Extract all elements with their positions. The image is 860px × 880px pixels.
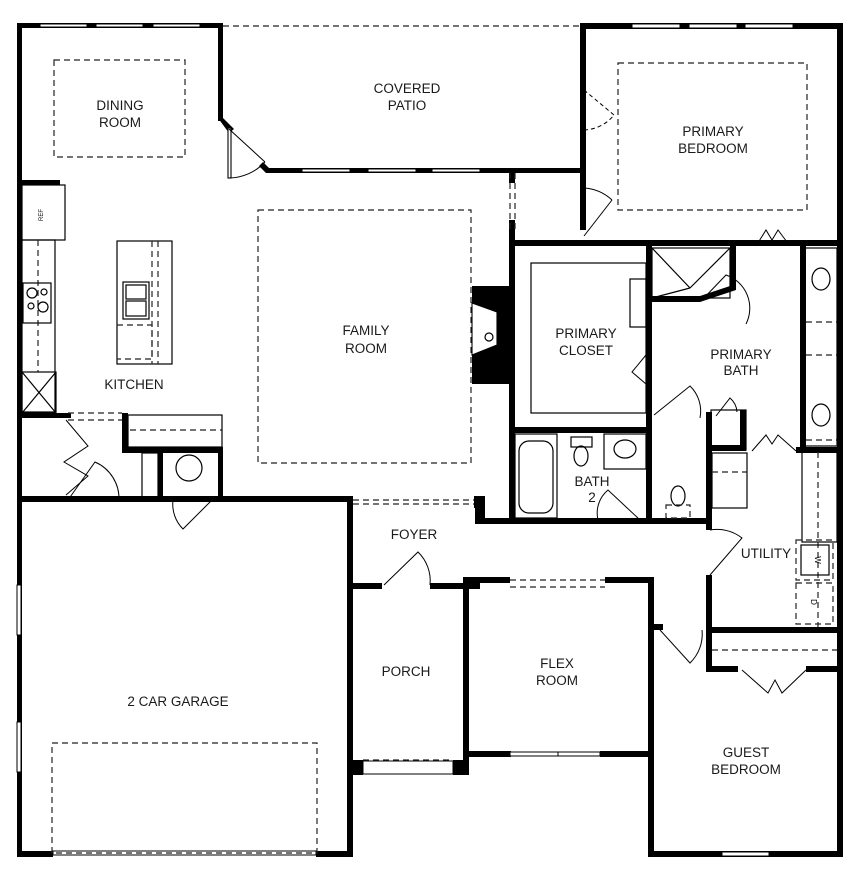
doors xyxy=(63,89,807,694)
dining-patio-door[interactable] xyxy=(227,127,232,179)
covered-patio-label: COVERED xyxy=(374,81,441,96)
family-room-label-2: ROOM xyxy=(345,341,387,356)
dining-room-label: DINING xyxy=(96,98,143,113)
guest-bedroom-label-2: BEDROOM xyxy=(711,762,781,777)
porch-label: PORCH xyxy=(382,664,431,679)
garage-label: 2 CAR GARAGE xyxy=(127,694,228,709)
flex-room-label-2: ROOM xyxy=(536,673,578,688)
primary-bath-label-2: BATH xyxy=(723,363,758,378)
family-room-label: FAMILY xyxy=(342,323,389,338)
windows xyxy=(16,23,794,857)
room-labels: DINING ROOM COVERED PATIO PRIMARY BEDROO… xyxy=(96,81,791,777)
primary-bath-label: PRIMARY xyxy=(710,347,771,362)
primary-bedroom-label: PRIMARY xyxy=(682,124,743,139)
dryer-label: D xyxy=(809,599,818,605)
washer-label: W xyxy=(813,556,822,564)
foyer-label: FOYER xyxy=(391,527,438,542)
guest-bedroom-label: GUEST xyxy=(723,745,770,760)
flex-room-label: FLEX xyxy=(540,656,574,671)
primary-bedroom-label-2: BEDROOM xyxy=(678,141,748,156)
fridge-label: REF xyxy=(39,209,45,221)
primary-closet-label: PRIMARY xyxy=(555,326,616,341)
primary-closet-label-2: CLOSET xyxy=(559,343,613,358)
fixtures: REF xyxy=(21,184,838,775)
bath-2-label: BATH xyxy=(574,474,609,489)
covered-patio-label-2: PATIO xyxy=(388,98,427,113)
walls xyxy=(17,23,843,857)
bath-2-label-2: 2 xyxy=(588,490,596,505)
kitchen-label: KITCHEN xyxy=(104,377,163,392)
utility-label: UTILITY xyxy=(741,546,791,561)
dashed-outlines xyxy=(51,25,837,854)
dining-room-label-2: ROOM xyxy=(99,115,141,130)
